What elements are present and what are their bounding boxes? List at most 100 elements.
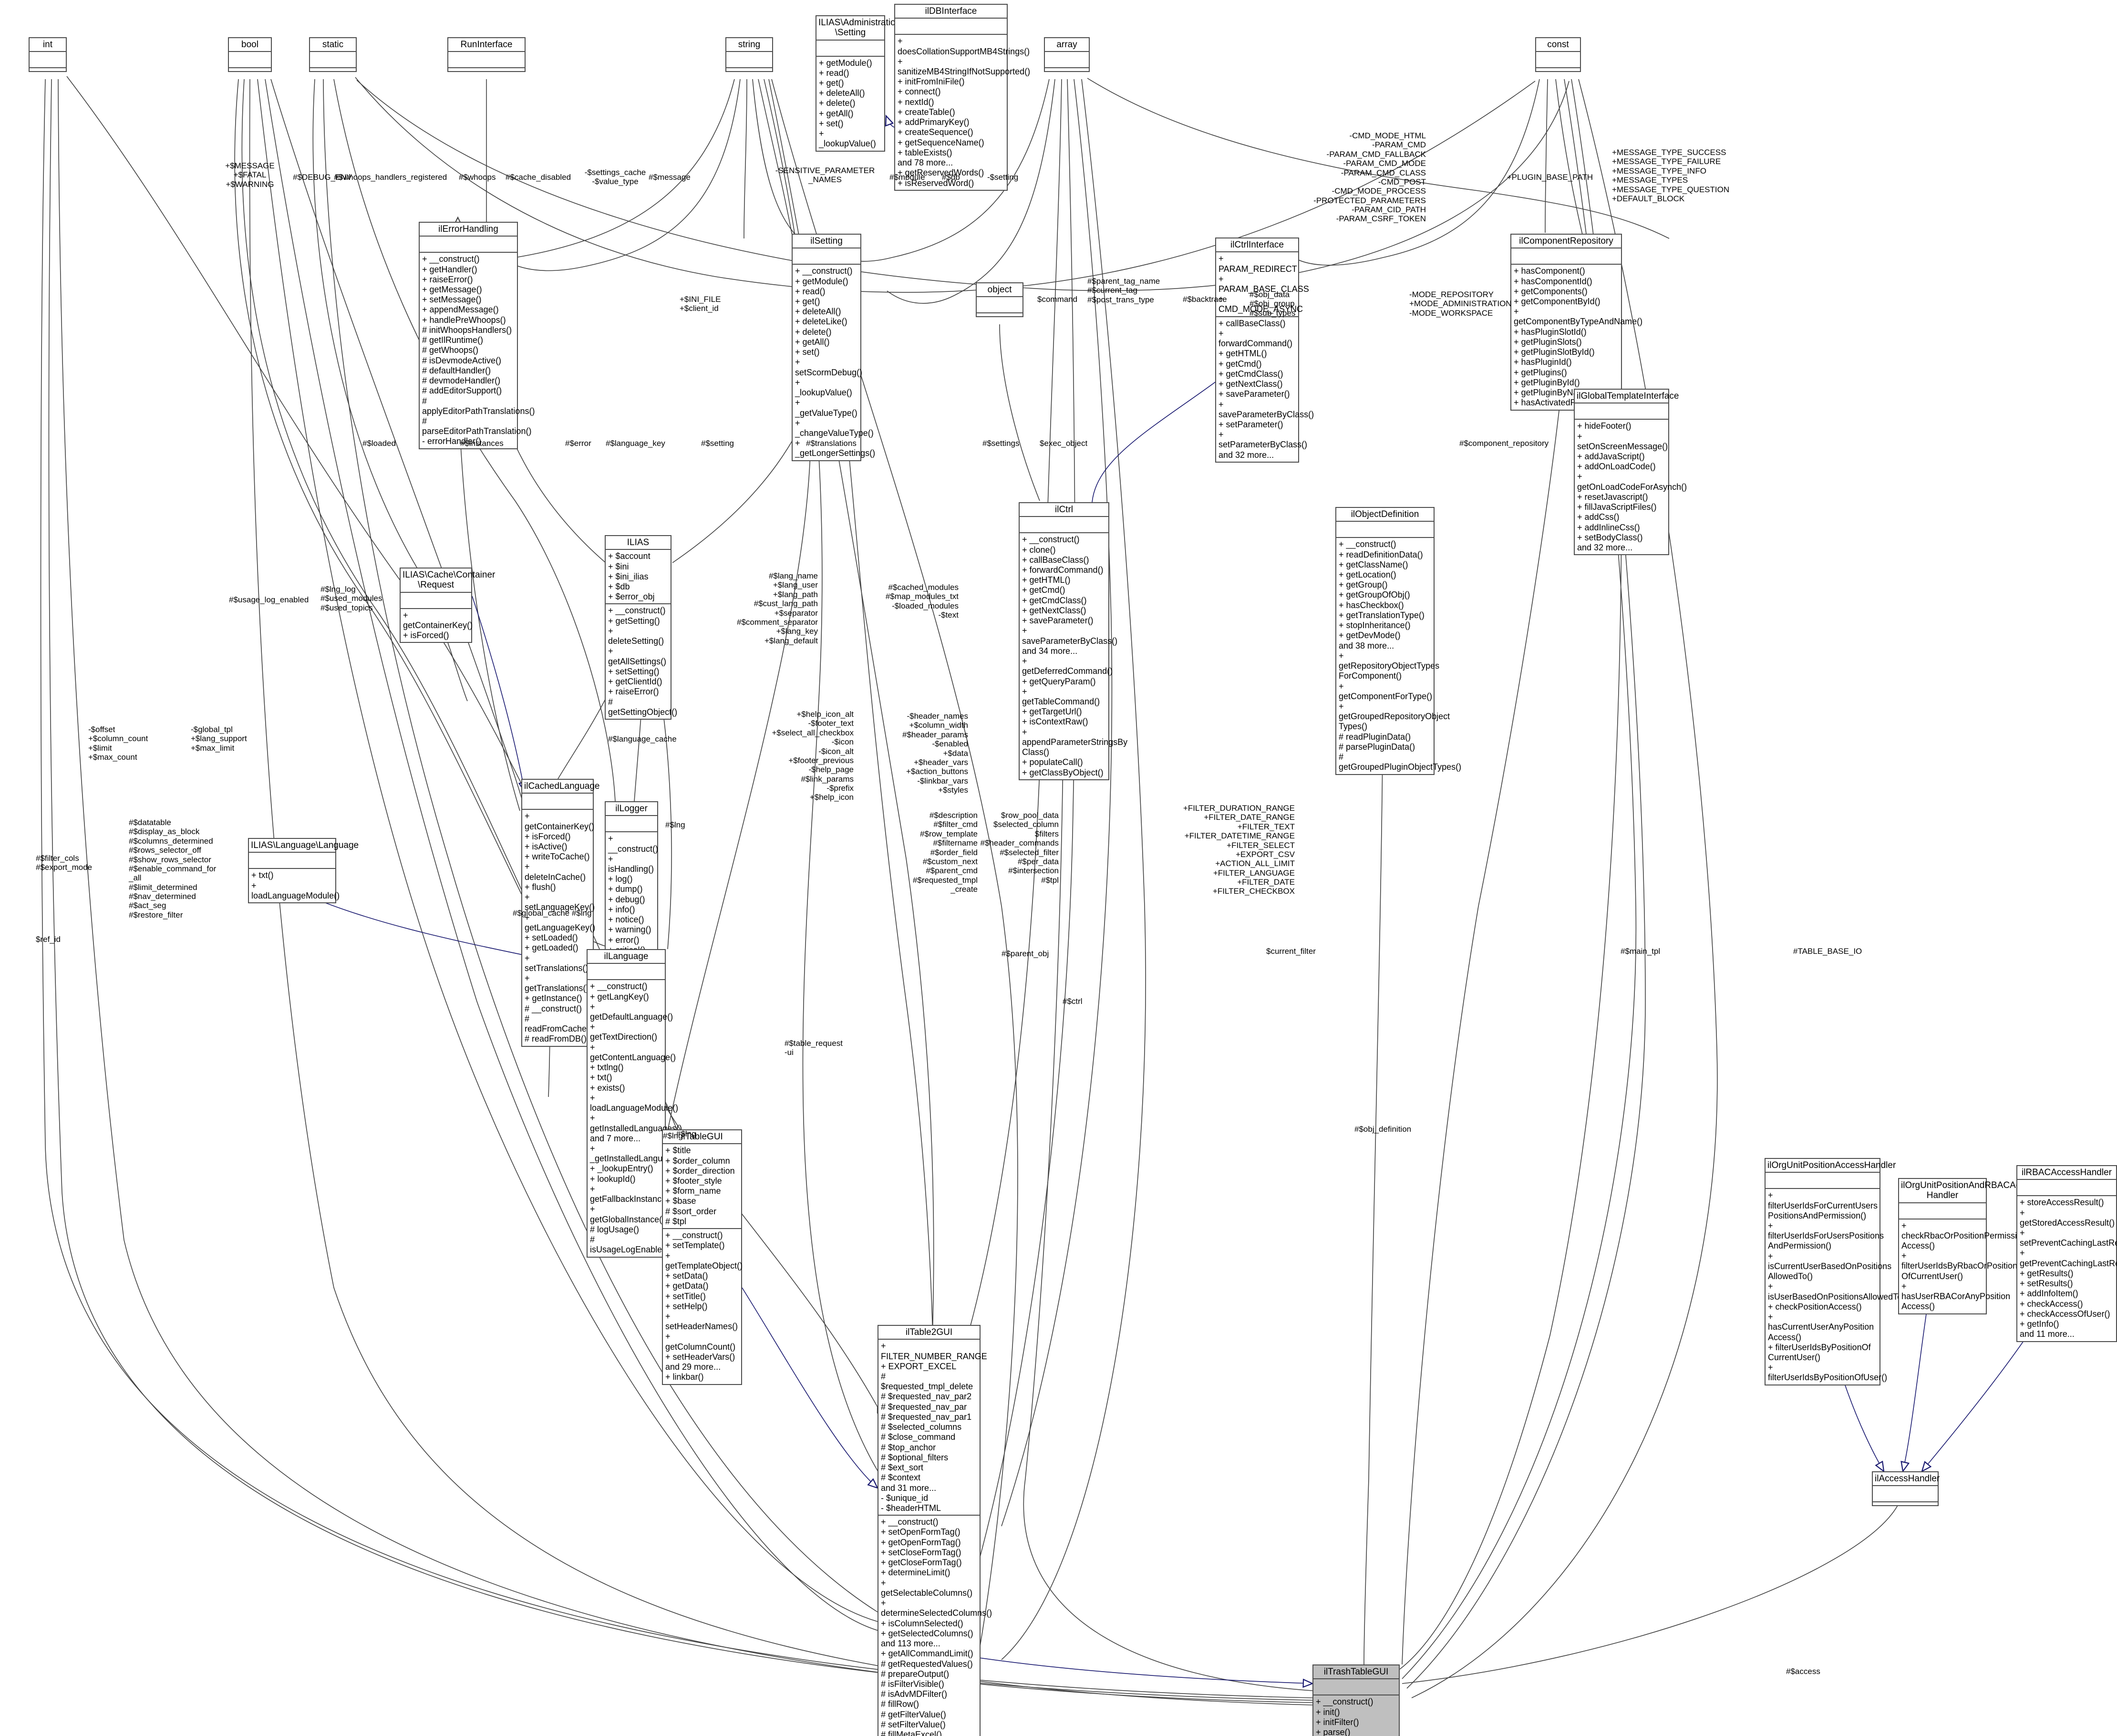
uml-class-ilTableGUI[interactable]: ilTableGUI+ $title+ $order_column+ $orde… — [662, 1129, 743, 1385]
uml-class-ilCtrl[interactable]: ilCtrl+ __construct()+ clone()+ callBase… — [1019, 502, 1127, 780]
class-operation: + setResults() — [2020, 1279, 2073, 1289]
class-operation: + getData() — [665, 1281, 709, 1291]
class-operation: # readPluginData() — [1339, 732, 1411, 742]
uml-class-static[interactable]: static — [309, 37, 357, 72]
class-operation: + addCss() — [1577, 512, 1620, 522]
class-operation: + notice() — [608, 915, 644, 925]
class-attribute: - $unique_id — [881, 1493, 929, 1503]
uml-class-ilLanguage[interactable]: ilLanguage+ __construct()+ getLangKey()+… — [587, 949, 687, 1258]
class-attributes — [1575, 403, 1668, 420]
class-operation: + addInfoItem() — [2020, 1289, 2078, 1299]
class-attributes: + $account+ $ini+ $ini_ilias+ $db+ $erro… — [606, 550, 671, 605]
class-attributes — [448, 52, 525, 69]
class-operation: + addJavaScript() — [1577, 451, 1645, 461]
class-operation: + doesCollationSupportMB4Strings() — [898, 36, 1030, 56]
uml-class-ilRBACAccessHandler[interactable]: ilRBACAccessHandler+ storeAccessResult()… — [2016, 1165, 2117, 1342]
class-operation: + getNextClass() — [1022, 605, 1086, 615]
class-operation: + __construct() — [1316, 1697, 1373, 1707]
class-operation: + get() — [819, 78, 844, 88]
class-operation: + getModule() — [819, 58, 872, 68]
class-operation: + addPrimaryKey() — [898, 117, 970, 127]
uml-class-ilias_admin_setting[interactable]: ILIAS\Administration \Setting+ getModule… — [816, 15, 900, 152]
class-attributes — [420, 237, 517, 253]
uml-class-bool[interactable]: bool — [228, 37, 272, 72]
class-operation: + hasComponent() — [1514, 266, 1585, 276]
class-attribute: + $order_direction — [665, 1166, 735, 1176]
uml-class-ilErrorHandling[interactable]: ilErrorHandling+ __construct()+ getHandl… — [419, 222, 535, 449]
uml-class-ilCtrlInterface[interactable]: ilCtrlInterface+ PARAM_REDIRECT+ PARAM_B… — [1215, 238, 1314, 463]
class-operation: + deleteSetting() — [608, 626, 664, 646]
class-operation: + _lookupEntry() — [590, 1164, 653, 1174]
class-operation: # logUsage() — [590, 1224, 640, 1234]
class-operation: + setParameterByClass() — [1219, 430, 1308, 450]
uml-class-ilDBInterface[interactable]: ilDBInterface+ doesCollationSupportMB4St… — [894, 4, 1030, 191]
class-operation: + getPlugins() — [1514, 367, 1567, 377]
class-title: ILIAS — [606, 536, 671, 550]
class-attributes — [1313, 1679, 1399, 1696]
uml-class-int[interactable]: int — [29, 37, 67, 72]
class-operation: + read() — [819, 68, 849, 78]
uml-class-ilObjectDefinition[interactable]: ilObjectDefinition+ __construct()+ readD… — [1335, 507, 1461, 775]
uml-class-ilCachedLanguage[interactable]: ilCachedLanguage+ getContainerKey()+ isF… — [521, 779, 599, 1047]
class-attribute: # $requested_nav_par — [881, 1402, 967, 1412]
class-operation: + createTable() — [898, 107, 955, 117]
uml-class-ilGlobalTemplateInterface[interactable]: ilGlobalTemplateInterface+ hideFooter()+… — [1574, 389, 1687, 556]
class-operation: + _lookupValue() — [819, 129, 876, 149]
uml-class-ILIAS[interactable]: ILIAS+ $account+ $ini+ $ini_ilias+ $db+ … — [605, 535, 677, 720]
class-attributes — [1899, 1203, 1986, 1219]
class-operation: + getModule() — [795, 276, 848, 286]
class-operations: + txt()+ loadLanguageModule() — [249, 869, 340, 902]
uml-class-object[interactable]: object — [976, 282, 1023, 318]
class-operation: + addInlineCss() — [1577, 522, 1640, 532]
edge-label-ctrl: #$ctrl — [1063, 997, 1083, 1006]
class-attribute: + CMD_MODE_ASYNC — [1219, 294, 1303, 314]
uml-class-ilTrashTableGUI[interactable]: ilTrashTableGUI+ __construct()+ init()+ … — [1312, 1664, 1400, 1736]
class-operation: + handlePreWhoops() — [422, 315, 506, 325]
uml-class-RunInterface[interactable]: RunInterface — [447, 37, 526, 72]
class-operation: and 32 more... — [1577, 543, 1633, 553]
class-operation: + raiseError() — [608, 687, 659, 697]
class-operations: + __construct()+ init()+ initFilter()+ p… — [1313, 1695, 1399, 1736]
class-operation: # getIlRuntime() — [422, 335, 484, 345]
uml-class-const[interactable]: const — [1535, 37, 1581, 72]
uml-class-array[interactable]: array — [1044, 37, 1090, 72]
class-title: ilErrorHandling — [420, 223, 517, 237]
class-operation: # setFilterValue() — [881, 1719, 946, 1729]
uml-class-string[interactable]: string — [725, 37, 773, 72]
edge-label-lng_log_group: #$lng_log #$used_modules #$used_topics — [320, 585, 382, 612]
uml-class-ilTable2GUI[interactable]: ilTable2GUI+ FILTER_NUMBER_RANGE+ EXPORT… — [878, 1325, 992, 1736]
class-operation: + setMessage() — [422, 295, 482, 305]
class-title: ilOrgUnitPositionAndRBACAccess Handler — [1899, 1179, 2039, 1203]
edge-label-datatable_group: #$datatable #$display_as_block #$columns… — [129, 818, 217, 920]
class-title: ilLogger — [606, 802, 657, 816]
uml-class-ilOrgUnitPositionAccessHandler[interactable]: ilOrgUnitPositionAccessHandler+ filterUs… — [1765, 1158, 1908, 1385]
class-title: RunInterface — [448, 38, 525, 52]
class-operation: + getTargetUrl() — [1022, 707, 1082, 717]
class-operation: + getLanguageKey() — [525, 912, 596, 932]
class-operation: + getAll() — [795, 337, 830, 347]
class-operation: + setParameter() — [1219, 420, 1283, 430]
class-operation: and 29 more... — [665, 1362, 721, 1372]
class-operation: + _getLongerSettings() — [795, 438, 876, 458]
class-operations: + checkRbacOrPositionPermission Access()… — [1899, 1219, 2026, 1313]
class-title: ilOrgUnitPositionAccessHandler — [1766, 1159, 1896, 1173]
class-operation: + saveParameter() — [1022, 616, 1094, 626]
class-operations — [726, 68, 772, 71]
uml-class-ilCacheContainerRequest[interactable]: ILIAS\Cache\Container \Request+ getConta… — [400, 568, 495, 643]
class-title: bool — [229, 38, 271, 52]
class-operation: + getSetting() — [608, 616, 660, 626]
class-attribute: # $ext_sort — [881, 1463, 924, 1473]
class-operations — [1873, 1502, 1938, 1505]
edge-label-usage_log_enabled: #$usage_log_enabled — [229, 595, 309, 604]
class-operation: + getRepositoryObjectTypes ForComponent(… — [1339, 651, 1440, 681]
class-operation: + getHTML() — [1219, 349, 1267, 359]
edge-label-mode_repository_group: -MODE_REPOSITORY +MODE_ADMINISTRATION -M… — [1409, 290, 1512, 318]
uml-class-ILIASLanguageLanguage[interactable]: ILIAS\Language\Language+ txt()+ loadLang… — [248, 838, 359, 903]
uml-class-ilComponentRepository[interactable]: ilComponentRepository+ hasComponent()+ h… — [1510, 234, 1642, 411]
uml-class-ilAccessHandler[interactable]: ilAccessHandler — [1872, 1471, 1940, 1507]
class-operation: # isFilterVisible() — [881, 1679, 944, 1689]
class-operation: + getClassName() — [1339, 559, 1408, 569]
uml-class-ilSetting[interactable]: ilSetting+ __construct()+ getModule()+ r… — [792, 234, 876, 461]
uml-class-ilOrgUnitPositionAndRBACAccessHandler[interactable]: ilOrgUnitPositionAndRBACAccess Handler + … — [1898, 1178, 2039, 1314]
class-operation: + dump() — [608, 884, 643, 894]
